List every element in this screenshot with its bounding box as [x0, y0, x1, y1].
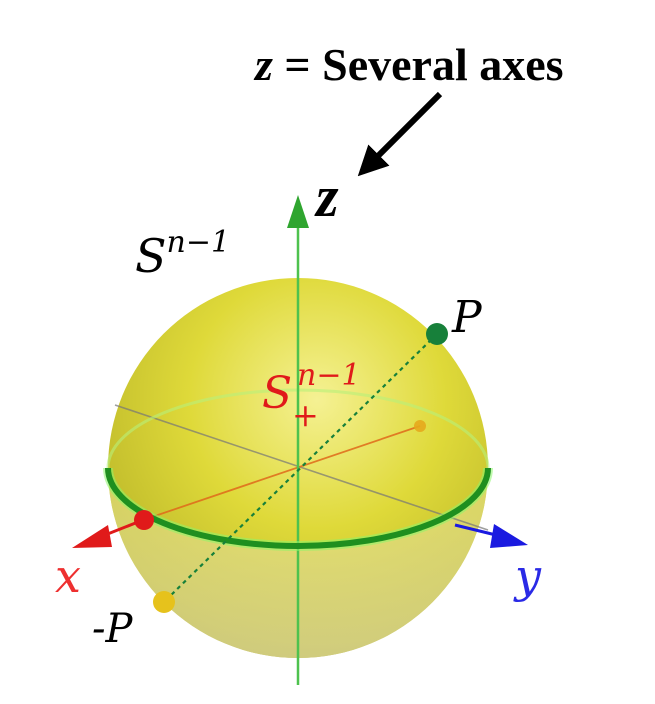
y-axis-label: y	[513, 549, 542, 603]
equator-front-arc	[105, 467, 491, 549]
annotation-var: z	[253, 39, 273, 90]
y-axis-arrowhead	[490, 524, 528, 548]
x-axis-arrowhead	[72, 525, 112, 548]
hemisphere-label: S	[262, 368, 292, 419]
z-axis-arrowhead	[287, 195, 309, 228]
hemisphere-label-superscript: n−1	[297, 358, 361, 393]
annotation-rest: = Several axes	[273, 39, 564, 90]
point-neg-p	[153, 591, 175, 613]
y-axis-back-point	[414, 420, 426, 432]
sphere-label: Sn−1	[135, 225, 230, 283]
x-axis-equator-point	[134, 510, 154, 530]
z-axis-label: z	[314, 164, 339, 229]
hemisphere-label-base: S	[262, 368, 292, 419]
point-p-label: P	[451, 292, 483, 343]
point-neg-p-label: -P	[92, 606, 134, 652]
sphere-label-exponent: n−1	[167, 225, 231, 260]
point-p	[426, 323, 448, 345]
sphere-label-base: S	[135, 229, 167, 283]
x-axis-inner	[142, 425, 421, 521]
annotation-title: z = Several axes	[253, 39, 564, 90]
hemisphere-label-subscript: +	[292, 396, 319, 434]
x-axis-label: x	[55, 549, 81, 603]
inner-axis-line	[114, 404, 489, 531]
annotation-arrow	[357, 91, 443, 177]
